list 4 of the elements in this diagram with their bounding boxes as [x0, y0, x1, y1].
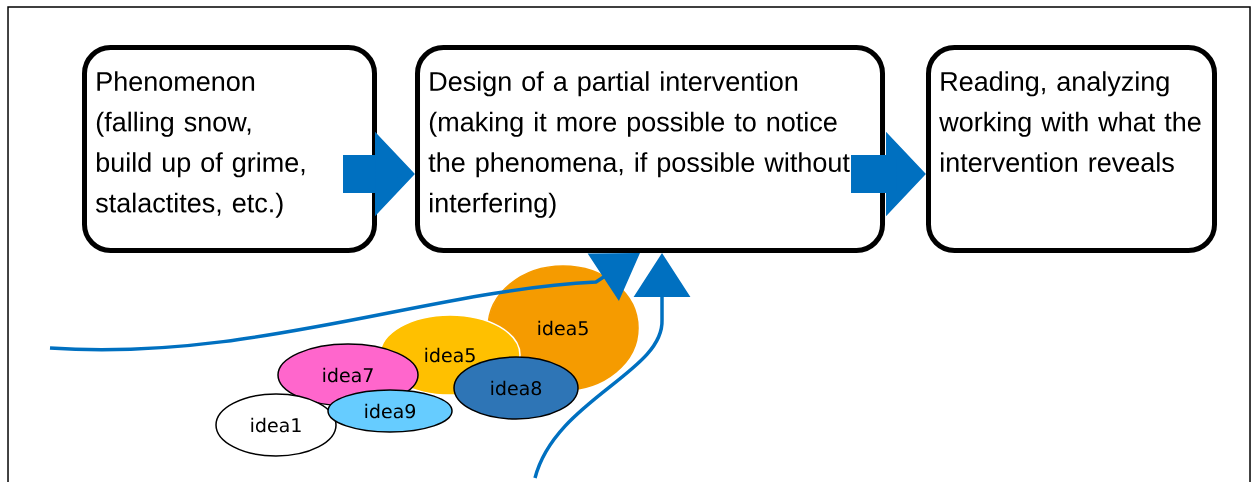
process-box: Design of a partial intervention (making it more possible to notice the phenomena, if possible without interfering): [415, 45, 885, 253]
process-box: Phenomenon (falling snow, build up of grime, stalactites, etc.): [82, 45, 377, 253]
curved-arrow: [49, 253, 640, 352]
process-box: Reading, analyzing working with what the intervention reveals: [926, 45, 1217, 253]
